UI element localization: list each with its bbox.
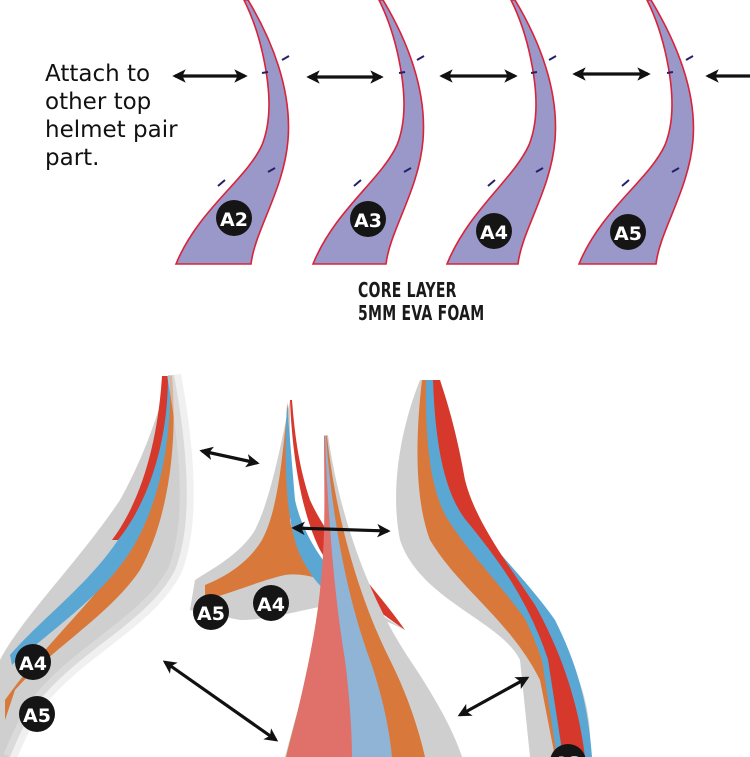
core-label-a3: A3 [350,201,386,237]
attach-instruction-text: Attach to other top helmet pair part. [45,61,178,171]
core-label-a5: A5 [610,214,646,250]
svg-text:A4: A4 [257,594,285,616]
attach-arrows [172,67,750,84]
svg-text:A3: A3 [554,753,582,757]
svg-text:A2: A2 [220,209,248,231]
assembly-arrow-1 [199,446,260,468]
assembly-label-a4-middle: A4 [253,585,289,621]
layer-caption: CORE LAYER 5MM EVA FOAM [358,279,484,325]
assembly-label-a3-right: A3 [550,744,586,757]
assembly-arrow-4 [457,676,530,717]
core-piece-a3 [311,0,425,265]
assembly-front-horn [285,435,462,757]
assembly-arrow-2 [291,521,391,538]
assembly-label-a5-middle: A5 [193,594,229,630]
assembly-label-a5-left: A5 [19,696,55,732]
svg-text:A4: A4 [480,222,508,244]
assembly-arrows [162,446,530,742]
svg-text:A5: A5 [197,603,225,625]
assembly-right-piece [396,379,592,757]
core-piece-a5 [577,0,695,265]
core-label-a2: A2 [216,200,252,236]
core-piece-a4 [445,0,557,265]
layer-caption-line2: 5MM EVA FOAM [358,301,485,325]
core-label-a4: A4 [476,213,512,249]
svg-text:A4: A4 [19,653,47,675]
svg-text:A5: A5 [23,705,51,727]
assembly-arrow-3 [162,660,279,742]
svg-text:A5: A5 [614,223,642,245]
assembly-label-a4-left: A4 [15,644,51,680]
layer-caption-line1: CORE LAYER [358,278,457,302]
core-piece-a2 [174,0,290,265]
svg-text:A3: A3 [354,210,382,232]
